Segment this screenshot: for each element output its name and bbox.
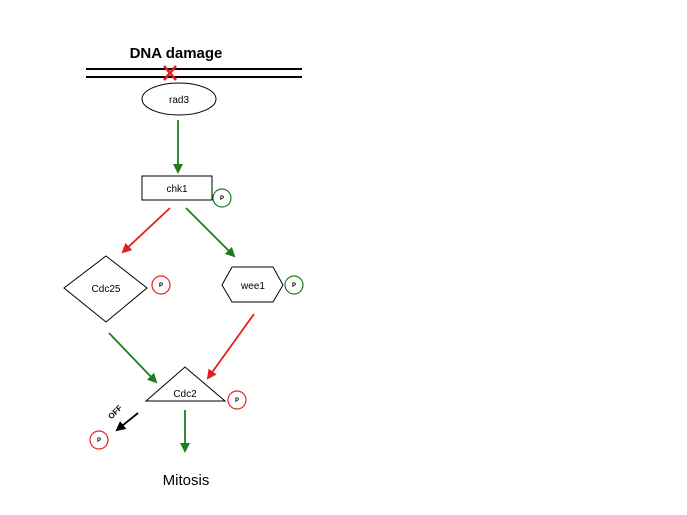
outcome-mitosis: Mitosis (163, 472, 210, 489)
phospho-badge-cdc25: P (151, 275, 171, 295)
damage-x-icon (163, 65, 177, 81)
node-wee1: wee1 (221, 266, 284, 303)
node-cdc25-label: Cdc25 (92, 284, 121, 295)
phospho-badge-wee1: P (284, 275, 304, 295)
diagram-title: DNA damage (130, 45, 223, 62)
arrow-cdc25-to-cdc2 (108, 332, 158, 384)
arrow-phosphate-release (115, 412, 139, 432)
svg-text:P: P (292, 283, 296, 289)
node-cdc2-label: Cdc2 (173, 389, 197, 400)
node-wee1-label: wee1 (240, 281, 265, 292)
node-cdc2: Cdc2 (144, 366, 227, 402)
svg-text:P: P (97, 438, 101, 444)
node-chk1: chk1 (141, 175, 213, 201)
phospho-badge-released: P (89, 430, 109, 450)
svg-text:P: P (235, 398, 239, 404)
off-label: OFF (106, 403, 124, 421)
svg-text:P: P (159, 283, 163, 289)
arrow-chk1-to-cdc25 (121, 207, 171, 254)
node-cdc25: Cdc25 (63, 255, 148, 323)
arrow-wee1-to-cdc2 (206, 313, 255, 380)
node-rad3: rad3 (141, 82, 217, 116)
arrow-chk1-to-wee1 (185, 207, 236, 258)
node-rad3-label: rad3 (169, 95, 189, 106)
node-chk1-label: chk1 (166, 184, 188, 195)
phospho-badge-cdc2: P (227, 390, 247, 410)
phospho-badge-chk1: P (212, 188, 232, 208)
svg-text:P: P (220, 196, 224, 202)
